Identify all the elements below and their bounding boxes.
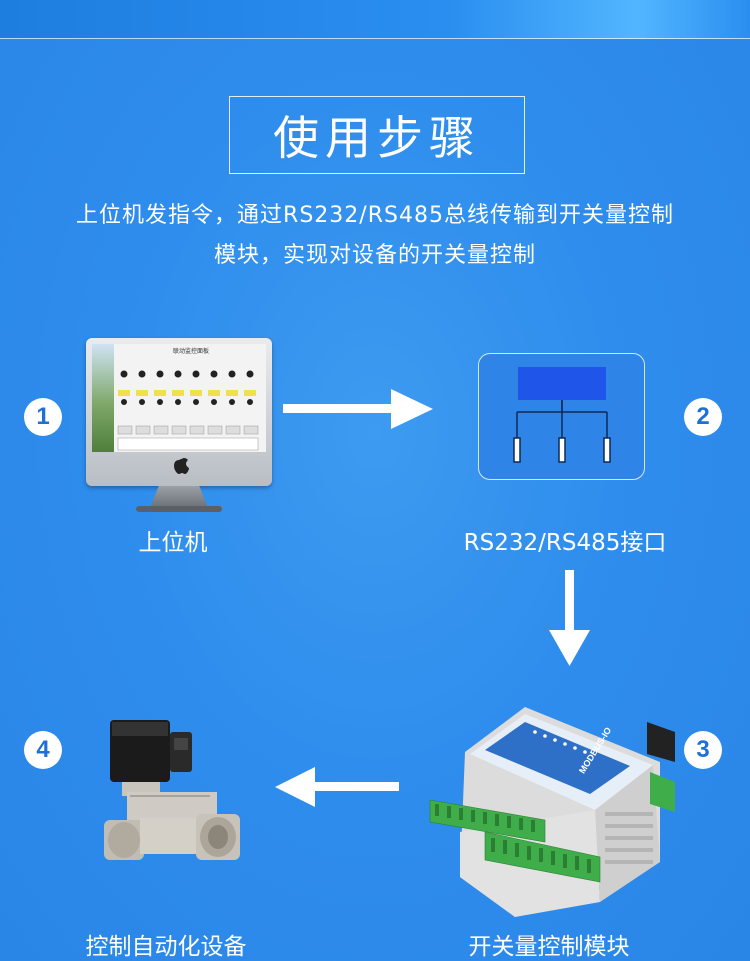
step-3-badge: 3: [684, 731, 722, 769]
top-banner: [0, 0, 750, 39]
step-1-label: 上位机: [130, 523, 216, 557]
arrow-right-icon: [283, 389, 435, 429]
host-computer-image: 联动监控面板: [86, 338, 272, 513]
description-line-2: 模块，实现对设备的开关量控制: [0, 237, 750, 269]
step-2-badge: 2: [684, 398, 722, 436]
interface-diagram-icon: [478, 353, 645, 480]
page-title-text: 使用步骤: [273, 102, 481, 168]
arrow-left-icon: [275, 767, 401, 807]
step-4-badge: 4: [24, 731, 62, 769]
solenoid-valve-image: [100, 710, 245, 875]
step-4-label: 控制自动化设备: [72, 927, 260, 961]
description-line-1: 上位机发指令，通过RS232/RS485总线传输到开关量控制: [0, 197, 750, 229]
io-module-image: MODBUS-IO: [425, 692, 675, 917]
step-1-badge: 1: [24, 398, 62, 436]
apple-logo-icon: [174, 458, 189, 474]
monitor-screen: 联动监控面板: [92, 344, 266, 452]
step-2-label: RS232/RS485接口: [447, 523, 683, 557]
arrow-down-icon: [549, 570, 591, 668]
page-title: 使用步骤: [229, 96, 525, 174]
step-3-label: 开关量控制模块: [449, 927, 649, 961]
